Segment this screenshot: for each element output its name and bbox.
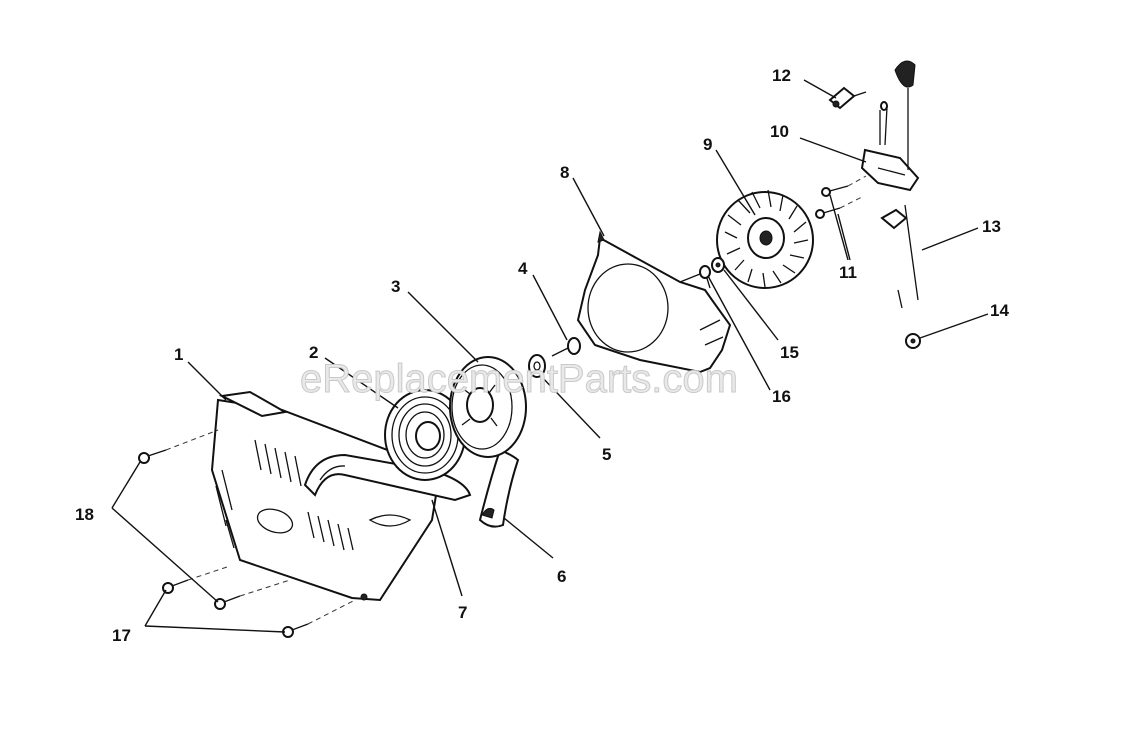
ground-lead[interactable] [880, 204, 919, 309]
callout-16: 16 [772, 387, 791, 406]
spark-plug-terminal[interactable] [828, 86, 867, 110]
callout-6: 6 [557, 567, 566, 586]
callout-13: 13 [982, 217, 1001, 236]
hex-nut[interactable] [905, 333, 921, 349]
flywheel-nut[interactable] [711, 257, 725, 273]
callout-labels: 1 2 3 4 5 6 7 8 9 10 11 12 13 14 15 16 1… [75, 66, 1009, 645]
callout-3: 3 [391, 277, 400, 296]
callout-18: 18 [75, 505, 94, 524]
callout-5: 5 [602, 445, 611, 464]
starter-handle[interactable] [303, 453, 472, 502]
callout-15: 15 [780, 343, 799, 362]
callout-14: 14 [990, 301, 1009, 320]
watermark-text: eReplacementParts.com [300, 357, 738, 401]
callout-1: 1 [174, 345, 183, 364]
screw[interactable] [551, 337, 581, 357]
callout-8: 8 [560, 163, 569, 182]
callout-11: 11 [839, 263, 857, 282]
callout-12: 12 [772, 66, 791, 85]
callout-4: 4 [518, 259, 528, 278]
alignment-lines [165, 175, 867, 625]
callout-7: 7 [458, 603, 467, 622]
callout-10: 10 [770, 122, 789, 141]
rope-grip[interactable] [478, 448, 520, 528]
starter-housing[interactable] [210, 390, 442, 602]
fan-housing[interactable] [576, 230, 732, 374]
leader-lines [111, 79, 989, 633]
ignition-module[interactable] [860, 101, 920, 192]
washer[interactable] [528, 354, 546, 378]
module-screws[interactable] [815, 185, 849, 219]
flywheel[interactable] [716, 189, 814, 289]
callout-2: 2 [309, 343, 318, 362]
callout-17: 17 [112, 626, 131, 645]
spark-plug-lead[interactable] [894, 60, 916, 170]
flywheel-washer[interactable] [699, 265, 711, 279]
callout-9: 9 [703, 135, 712, 154]
rope-pulley[interactable] [449, 356, 527, 458]
